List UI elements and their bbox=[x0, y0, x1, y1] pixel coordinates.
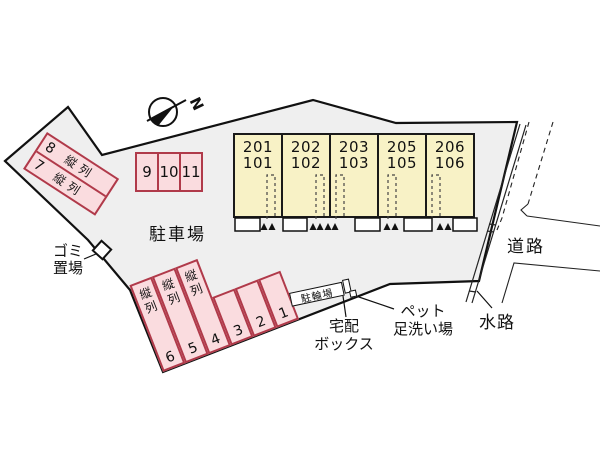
pet-label-line2: 足洗い場 bbox=[392, 320, 453, 338]
garbage-label-line2: 置場 bbox=[52, 258, 83, 277]
unit-number-lower: 102 bbox=[290, 154, 322, 173]
building-unit: 206 106 bbox=[427, 135, 473, 216]
parking-space-number: 5 bbox=[185, 339, 201, 358]
waterway-channel bbox=[465, 123, 527, 304]
parking-space: 10 bbox=[159, 154, 181, 190]
parking-space-number: 6 bbox=[163, 348, 178, 367]
unit-number-upper: 203 bbox=[338, 138, 370, 156]
parking-space-number: 2 bbox=[254, 313, 269, 332]
garbage-area-box bbox=[91, 239, 113, 261]
delivery-box-label: 宅配 ボックス bbox=[306, 317, 382, 353]
unit-number-upper: 206 bbox=[434, 138, 466, 156]
pet-wash-marker bbox=[349, 289, 358, 298]
parking-row-9-11: 9 10 11 bbox=[135, 152, 203, 192]
leader-lines bbox=[83, 253, 493, 318]
unit-number-lower: 105 bbox=[386, 154, 418, 173]
unit-number-upper: 202 bbox=[290, 138, 322, 156]
unit-number-lower: 103 bbox=[338, 154, 370, 173]
parking-space-number: 3 bbox=[231, 321, 246, 341]
parking-space: 11 bbox=[181, 163, 201, 181]
parking-space: 9 bbox=[137, 154, 159, 190]
north-label: N bbox=[186, 94, 208, 113]
unit-number-lower: 106 bbox=[434, 154, 466, 173]
building-unit: 202 102 bbox=[283, 135, 331, 216]
delivery-label-line1: 宅配 bbox=[328, 317, 359, 335]
delivery-label-line2: ボックス bbox=[314, 335, 374, 353]
parking-space-number: 8 bbox=[42, 138, 59, 158]
building-unit: 201 101 bbox=[235, 135, 283, 216]
garbage-label-line1: ゴミ bbox=[52, 242, 83, 260]
parking-lot-label: 駐車場 bbox=[149, 225, 206, 245]
parking-space-number: 7 bbox=[30, 156, 48, 175]
garbage-area-label: ゴミ 置場 bbox=[46, 243, 90, 276]
waterway-label: 水路 bbox=[479, 313, 515, 333]
pet-label-line1: ペット bbox=[400, 302, 446, 320]
parking-space-number: 4 bbox=[208, 330, 223, 349]
road-label: 道路 bbox=[507, 237, 545, 257]
building-block: 201 101 202 102 203 103 205 105 206 106 bbox=[233, 133, 475, 218]
north-compass-icon: N bbox=[146, 94, 208, 127]
parking-space-number: 1 bbox=[276, 304, 291, 323]
unit-number-upper: 201 bbox=[242, 138, 274, 156]
unit-number-upper: 205 bbox=[386, 138, 418, 156]
tandem-label: 縦列 bbox=[181, 267, 206, 301]
building-unit: 205 105 bbox=[379, 135, 427, 216]
pet-wash-label: ペット 足洗い場 bbox=[383, 302, 463, 338]
road-edges bbox=[496, 121, 600, 304]
unit-number-lower: 101 bbox=[242, 154, 274, 173]
building-unit: 203 103 bbox=[331, 135, 379, 216]
